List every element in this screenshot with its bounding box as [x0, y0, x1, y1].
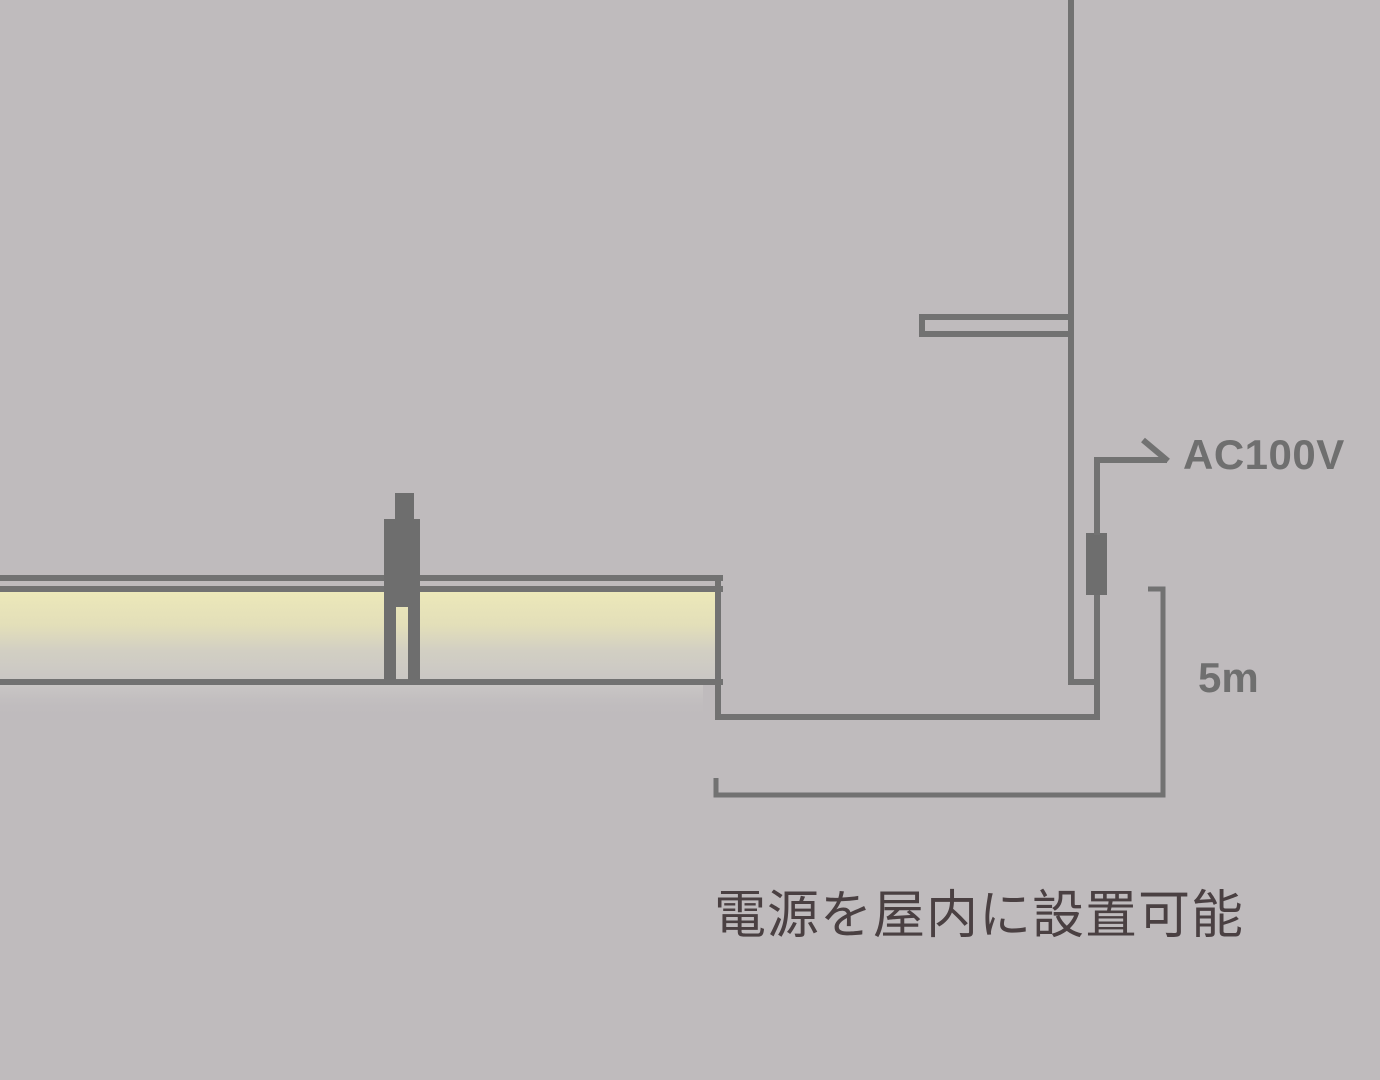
linear-light-bar — [0, 575, 723, 717]
wall-baseline-turn — [1068, 679, 1100, 685]
light-reflection — [0, 685, 703, 717]
mount-web — [384, 592, 420, 607]
fixture-mount-icon — [384, 493, 420, 680]
leader-line — [1094, 457, 1167, 463]
power-cable-run — [715, 437, 1170, 720]
wall-vertical-line — [1068, 0, 1074, 685]
diagram-caption: 電源を屋内に設置可能 — [714, 887, 1245, 945]
dimension-bracket-icon — [713, 586, 1166, 798]
cable-segment-lower — [715, 581, 1097, 720]
transformer-block-icon — [1086, 533, 1107, 595]
cable-upper-stub — [1094, 460, 1100, 535]
light-housing-top-line — [0, 575, 723, 581]
mount-body — [384, 519, 420, 579]
light-housing-inner-line — [0, 586, 723, 592]
dimension-label: 5m — [1198, 654, 1259, 701]
mount-leg-left — [384, 592, 396, 680]
dimension-bracket-path — [713, 586, 1166, 798]
wall-section — [919, 0, 1100, 685]
power-supply-label: AC100V — [1183, 431, 1345, 478]
ceiling-soffit — [919, 314, 1074, 337]
mount-top-stem — [395, 493, 414, 519]
mount-collar — [384, 575, 420, 592]
mount-leg-right — [408, 592, 420, 680]
leader-arrow-icon — [1141, 437, 1170, 464]
light-housing-bottom-line — [0, 679, 723, 685]
cable-riser — [1094, 592, 1100, 720]
light-glow — [0, 592, 715, 679]
